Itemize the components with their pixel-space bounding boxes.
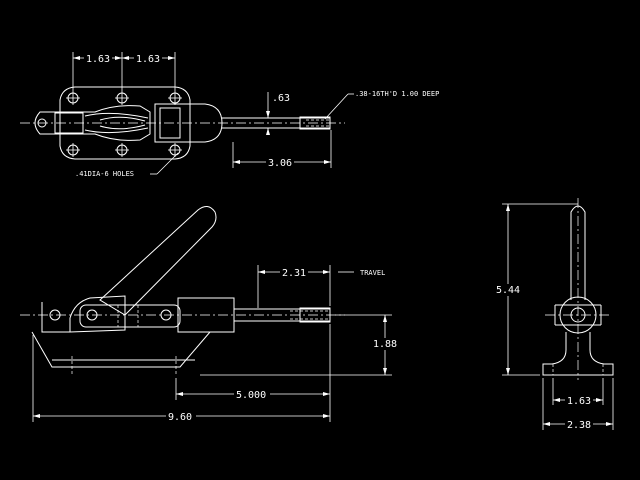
top-pivot-block bbox=[54, 112, 84, 134]
top-handle-body bbox=[34, 105, 151, 141]
mounting-holes bbox=[66, 91, 182, 157]
top-plunger-tip bbox=[299, 116, 331, 130]
dim-hole-spacing-top bbox=[72, 52, 176, 91]
dim-base-to-tip-text: 5.000 bbox=[236, 390, 266, 401]
dim-hole-spacing-right-text: 1.63 bbox=[136, 54, 160, 65]
side-housing-block bbox=[177, 297, 235, 333]
dim-height-text: 1.88 bbox=[373, 339, 397, 350]
dim-overall-length-text: 9.60 bbox=[168, 412, 192, 423]
end-base bbox=[542, 332, 614, 376]
leader-holes-note bbox=[150, 152, 179, 175]
dim-height bbox=[200, 314, 398, 376]
top-linkage-curves bbox=[84, 112, 149, 134]
leader-thread-note bbox=[324, 93, 354, 120]
dim-base-to-tip bbox=[175, 324, 331, 400]
label-travel: TRAVEL bbox=[360, 269, 385, 277]
side-housing-bracket bbox=[31, 331, 211, 368]
side-plunger-tip bbox=[299, 307, 331, 323]
dim-end-hole-spacing bbox=[552, 378, 604, 406]
end-hub-inner bbox=[570, 307, 586, 323]
dim-plunger-dia-text: .63 bbox=[272, 93, 290, 104]
dim-overall-height-text: 5.44 bbox=[496, 285, 520, 296]
top-plunger-housing bbox=[154, 103, 223, 143]
dim-plunger-dia bbox=[266, 92, 270, 135]
side-pivot-b bbox=[160, 309, 172, 321]
dim-end-hole-spacing-text: 1.63 bbox=[567, 396, 591, 407]
dim-overall-height bbox=[494, 203, 578, 376]
side-base-bracket bbox=[41, 295, 126, 333]
top-pivot-pin bbox=[37, 118, 47, 128]
side-pivot-a bbox=[86, 309, 98, 321]
side-link-arm bbox=[79, 304, 181, 328]
dim-travel bbox=[257, 265, 354, 308]
top-housing-inner bbox=[159, 107, 181, 139]
side-handle bbox=[99, 206, 217, 316]
dim-plunger-reach-text: 3.06 bbox=[268, 158, 292, 169]
dim-plunger-reach bbox=[232, 130, 332, 168]
end-view: 5.44 1.63 2.38 bbox=[494, 198, 614, 431]
dim-overall-length bbox=[32, 335, 331, 422]
note-holes: .41DIA-6 HOLES bbox=[75, 170, 134, 178]
note-thread: .38-16TH'D 1.00 DEEP bbox=[355, 90, 439, 98]
base-plate-outline bbox=[59, 86, 191, 160]
side-view: 2.31 TRAVEL 1.88 5.000 bbox=[20, 206, 398, 423]
end-hub-outer bbox=[559, 296, 597, 334]
dim-travel-text: 2.31 bbox=[282, 268, 306, 279]
dim-base-width-text: 2.38 bbox=[567, 420, 591, 431]
side-rear-pivot bbox=[49, 309, 61, 321]
top-view: 1.63 1.63 .63 3.06 .38-16TH'D 1.00 DEEP bbox=[20, 52, 439, 178]
end-handle bbox=[570, 205, 586, 300]
dim-hole-spacing-left-text: 1.63 bbox=[86, 54, 110, 65]
dim-base-width bbox=[542, 378, 614, 430]
